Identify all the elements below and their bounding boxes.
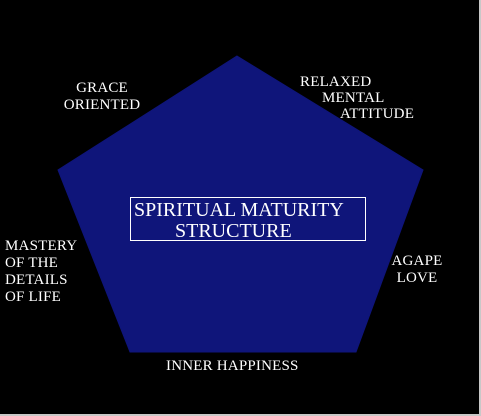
label-relaxed: RELAXED <box>300 74 372 90</box>
label-attitude: ATTITUDE <box>340 106 415 122</box>
label-agape-love: AGAPE LOVE <box>391 253 443 286</box>
title-line-2: STRUCTURE <box>175 220 292 242</box>
title-box <box>130 197 366 241</box>
label-inner-happiness: INNER HAPPINESS <box>166 358 299 374</box>
title-line-1: SPIRITUAL MATURITY <box>134 199 344 221</box>
label-mastery: MASTERY OF THE DETAILS OF LIFE <box>5 238 78 305</box>
label-grace-oriented: GRACE ORIENTED <box>63 80 141 113</box>
label-mental: MENTAL <box>322 90 385 106</box>
maturity-pentagon <box>57 55 424 353</box>
